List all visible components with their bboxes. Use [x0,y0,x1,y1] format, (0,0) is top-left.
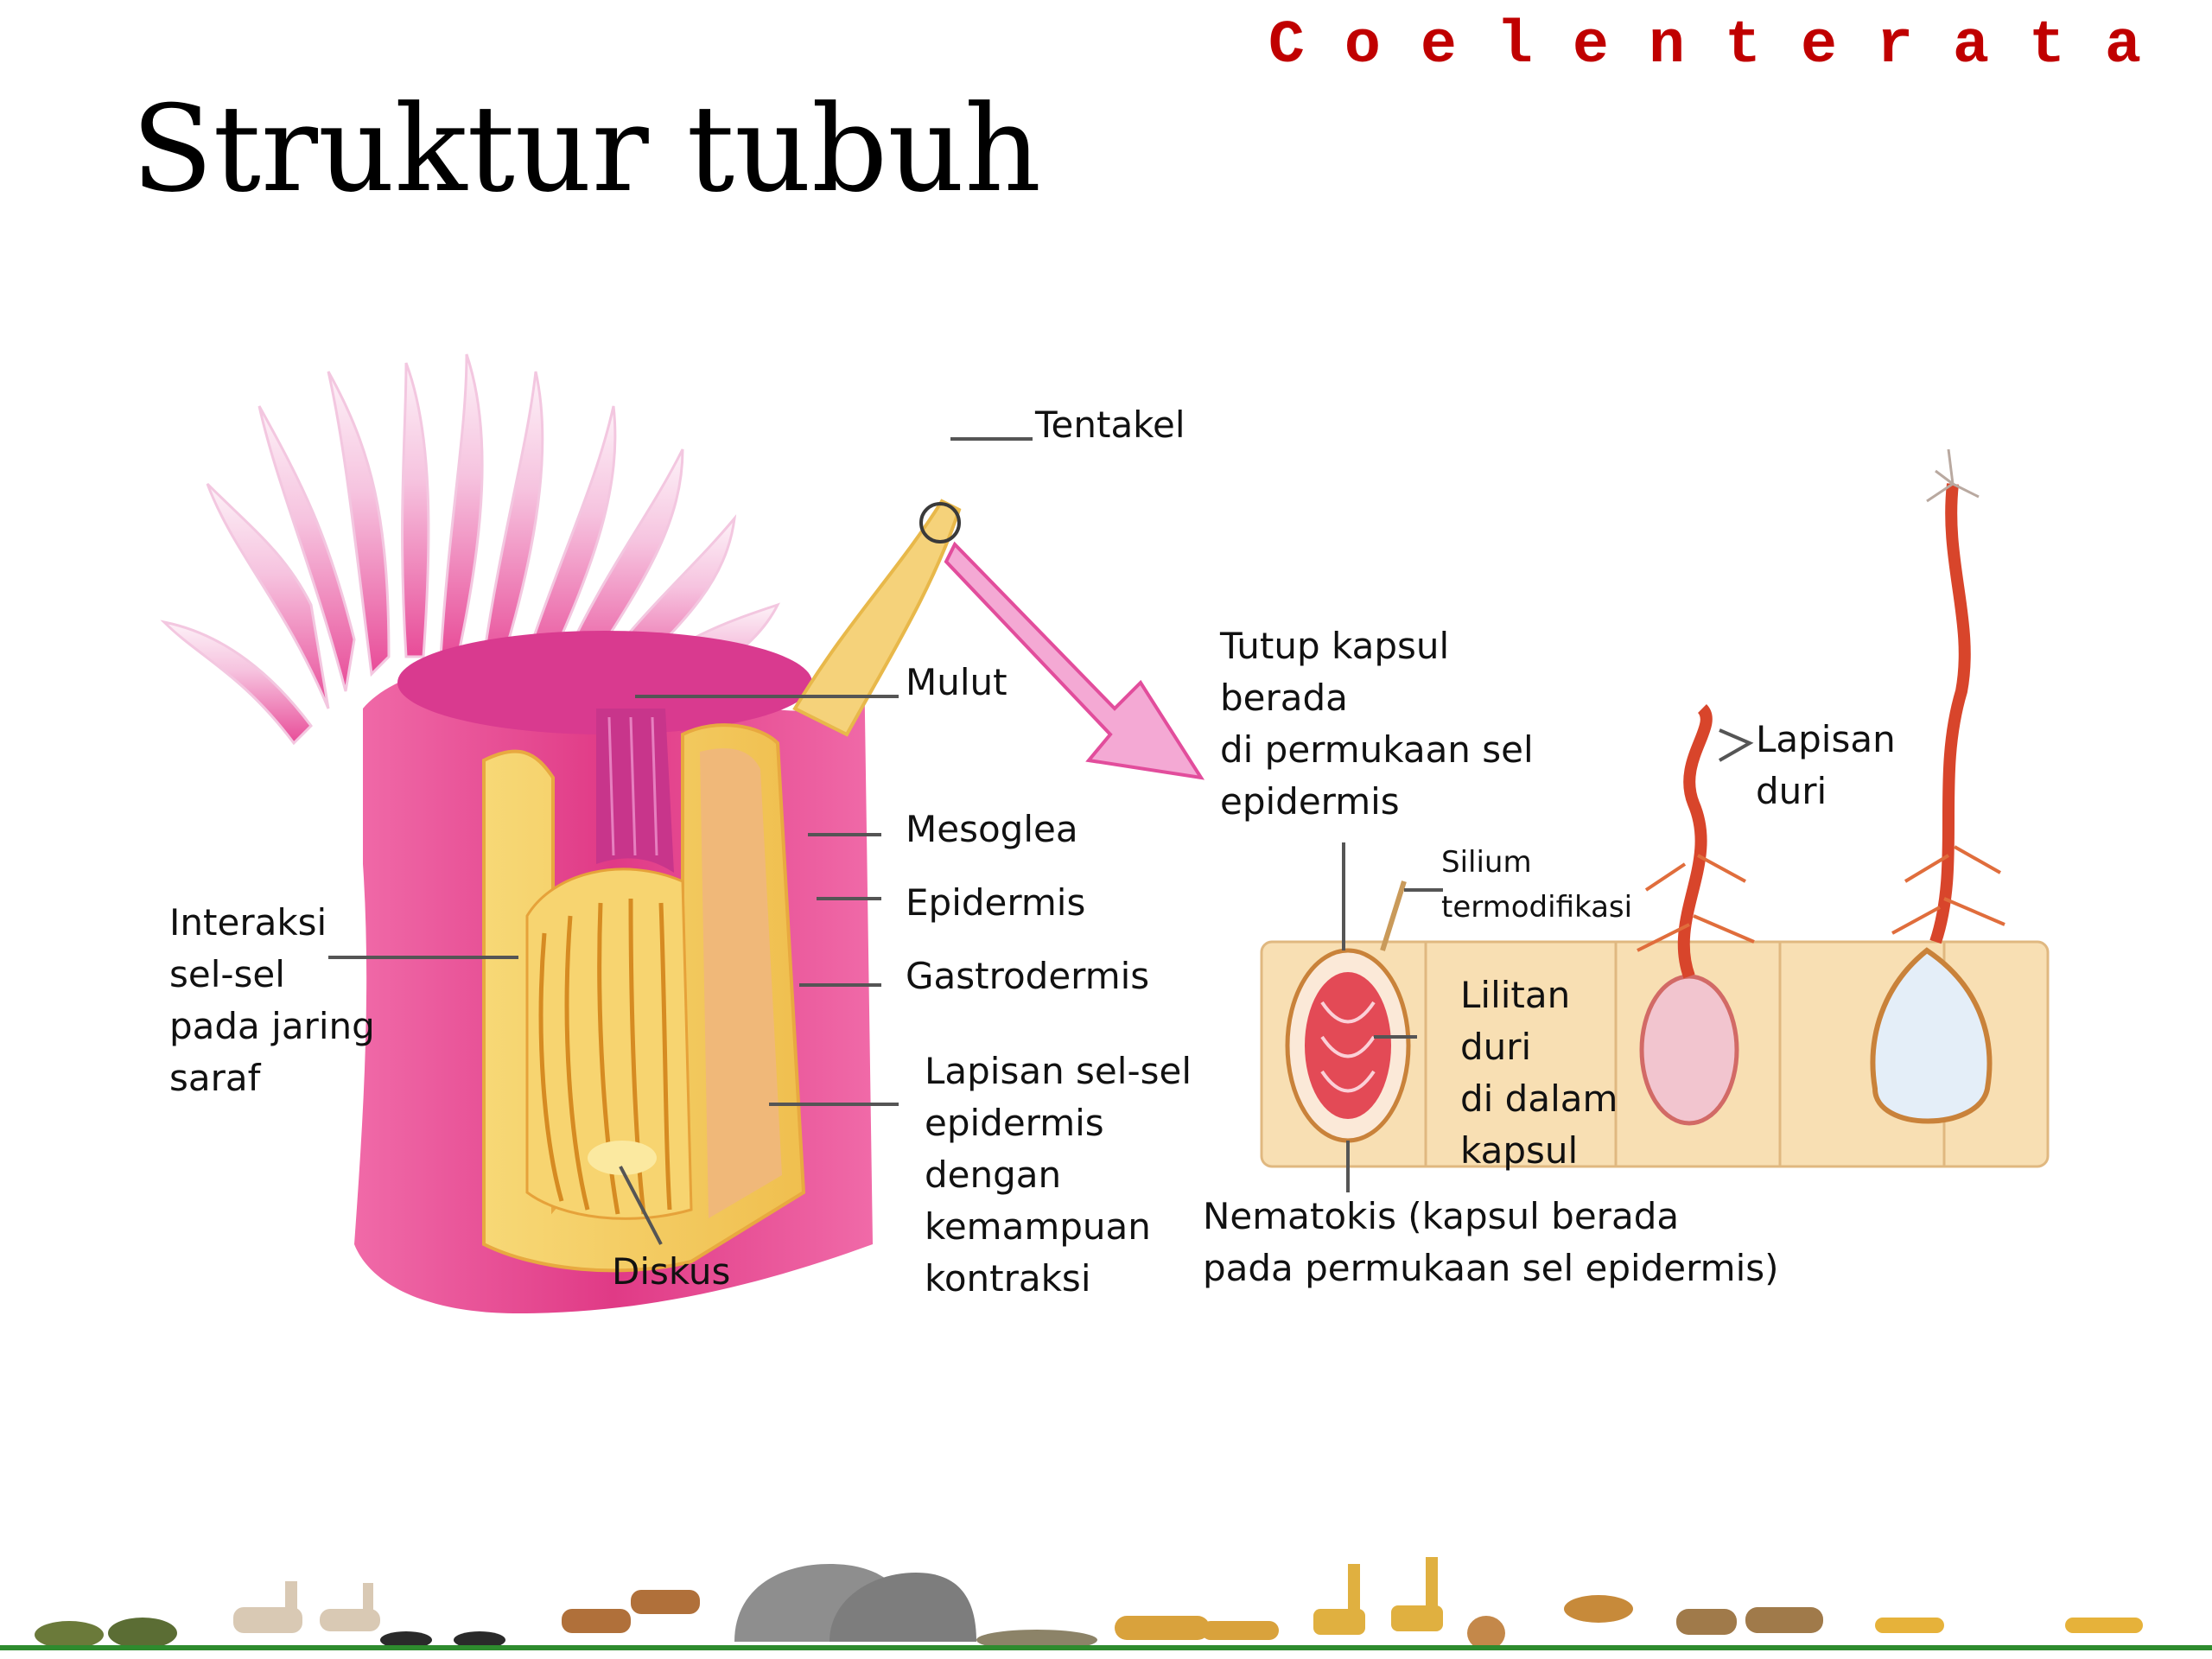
label-line: Silium [1441,845,1532,880]
label-gastrodermis: Gastrodermis [906,955,1150,997]
label-epidermis: Epidermis [906,881,1086,924]
label-line: Lilitan [1460,974,1571,1016]
label-line: Nematokis (kapsul berada [1203,1195,1680,1237]
camel-icon [1676,1607,1823,1635]
giraffe-icon [1313,1557,1443,1635]
tentacle-single [792,499,962,737]
label-line: kontraksi [925,1257,1091,1300]
label-tutup-kapsul: Tutup kapsul berada di permukaan sel epi… [1220,620,1534,828]
skunk-icon [380,1631,505,1649]
label-line: Lapisan [1756,718,1896,760]
label-diskus: Diskus [612,1250,731,1293]
nematocyst-capsule-empty [1870,947,1993,1124]
label-tentakel: Tentakel [1035,404,1185,446]
label-line: saraf [169,1057,261,1099]
label-line: termodifikasi [1441,890,1633,925]
label-interaksi: Interaksi sel-sel pada jaring saraf [169,897,375,1104]
gastrodermis-layer [700,748,782,1218]
ground-line [0,1645,2212,1650]
label-line: kapsul [1460,1129,1579,1172]
kangaroo-icon [1467,1616,1505,1650]
label-lapisan-sel: Lapisan sel-sel epidermis dengan kemampu… [925,1046,1192,1305]
tortoise-icon [35,1618,177,1649]
label-nematokis: Nematokis (kapsul berada pada permukaan … [1203,1191,1779,1294]
lion-icon [1115,1616,1279,1640]
ostrich-icon [1564,1595,1633,1623]
nematocyst-capsule-discharging [1639,974,1739,1126]
label-line: duri [1756,770,1827,812]
label-line: epidermis [1220,780,1400,823]
label-line: sel-sel [169,953,285,995]
llama-icon [233,1581,380,1633]
zoom-arrow [944,541,1205,780]
leader-lines [328,437,1754,1245]
label-line: dengan [925,1154,1062,1196]
label-lilitan: Lilitan duri di dalam kapsul [1460,969,1618,1177]
discharged-thread-short [1677,704,1713,979]
cnidocil [1380,880,1407,951]
label-mulut: Mulut [906,661,1007,703]
septa [538,898,672,1215]
subject-header: Coelenterata [1268,12,2181,80]
label-line: pada permukaan sel epidermis) [1203,1247,1779,1289]
label-line: Interaksi [169,901,327,944]
label-line: epidermis [925,1102,1104,1144]
label-line: pada jaring [169,1005,375,1047]
discharged-thread-long [1929,483,1971,944]
zoom-circle [919,502,961,543]
elephant-icon [734,1564,976,1642]
page-title: Struktur tubuh [131,79,1042,219]
label-silium: Silium termodifikasi [1441,840,1632,930]
label-line: Lapisan sel-sel [925,1050,1192,1092]
thread-tip-bristles [1926,448,1980,503]
label-line: Tutup kapsul [1220,625,1450,667]
label-line: di permukaan sel [1220,728,1534,771]
antelope-icon [562,1590,700,1633]
animal-parade-footer [0,1557,2212,1650]
basal-disc [588,1141,657,1175]
anatomy-diagram [160,353,2050,1313]
oral-disc [397,631,812,734]
label-lapisan-duri: Lapisan duri [1756,714,1896,817]
label-line: kemampuan [925,1205,1151,1248]
label-line: berada [1220,677,1348,719]
cheetah-icon [1875,1618,2143,1633]
label-line: di dalam [1460,1077,1618,1120]
nematocyst-illustration [1260,448,2050,1168]
label-line: duri [1460,1026,1532,1068]
polyp-illustration [160,353,962,1313]
label-mesoglea: Mesoglea [906,808,1078,850]
